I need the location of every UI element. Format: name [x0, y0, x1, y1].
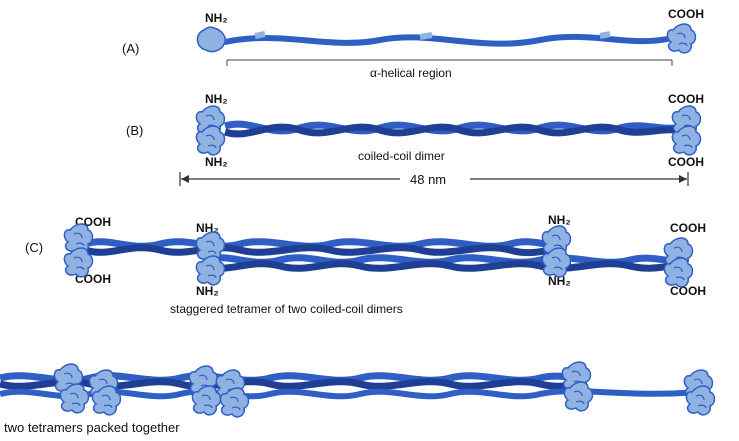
panel-b-letter: (B): [126, 123, 143, 138]
panel-c-nh2-right-top: NH₂: [548, 213, 571, 227]
panel-a-n-head: [197, 27, 225, 51]
panel-a-nh2-label: NH₂: [205, 11, 228, 25]
panel-b-c-heads: [672, 106, 700, 155]
panel-a-c-head: [667, 24, 695, 53]
panel-a-cooh-label: COOH: [668, 7, 704, 21]
panel-c-upper-dimer: [85, 242, 555, 253]
panel-a-letter: (A): [122, 41, 139, 56]
panel-b-cooh-top: COOH: [668, 92, 704, 106]
panel-b-cooh-bottom: COOH: [668, 155, 704, 169]
panel-b-n-heads: [196, 106, 224, 155]
staggered-tetramer-caption: staggered tetramer of two coiled-coil di…: [170, 302, 403, 316]
panel-b-nh2-bottom: NH₂: [205, 155, 228, 169]
panel-c-cooh-right-bottom: COOH: [670, 284, 706, 298]
panel-d-packed-tetramers: [0, 362, 715, 417]
coiled-coil-dimer-caption: coiled-coil dimer: [358, 149, 445, 163]
length-48nm-label: 48 nm: [410, 172, 446, 187]
panel-b-coiled-coil-rod: [225, 124, 675, 134]
two-tetramers-caption: two tetramers packed together: [4, 420, 180, 435]
panel-c-cooh-right-top: COOH: [670, 221, 706, 235]
panel-c-nh2-mid-bottom: NH₂: [196, 284, 219, 298]
panel-c-lower-dimer: [205, 258, 675, 269]
panel-b-nh2-top: NH₂: [205, 92, 228, 106]
alpha-helical-region-label: α-helical region: [370, 66, 452, 80]
panel-c-letter: (C): [25, 240, 43, 255]
